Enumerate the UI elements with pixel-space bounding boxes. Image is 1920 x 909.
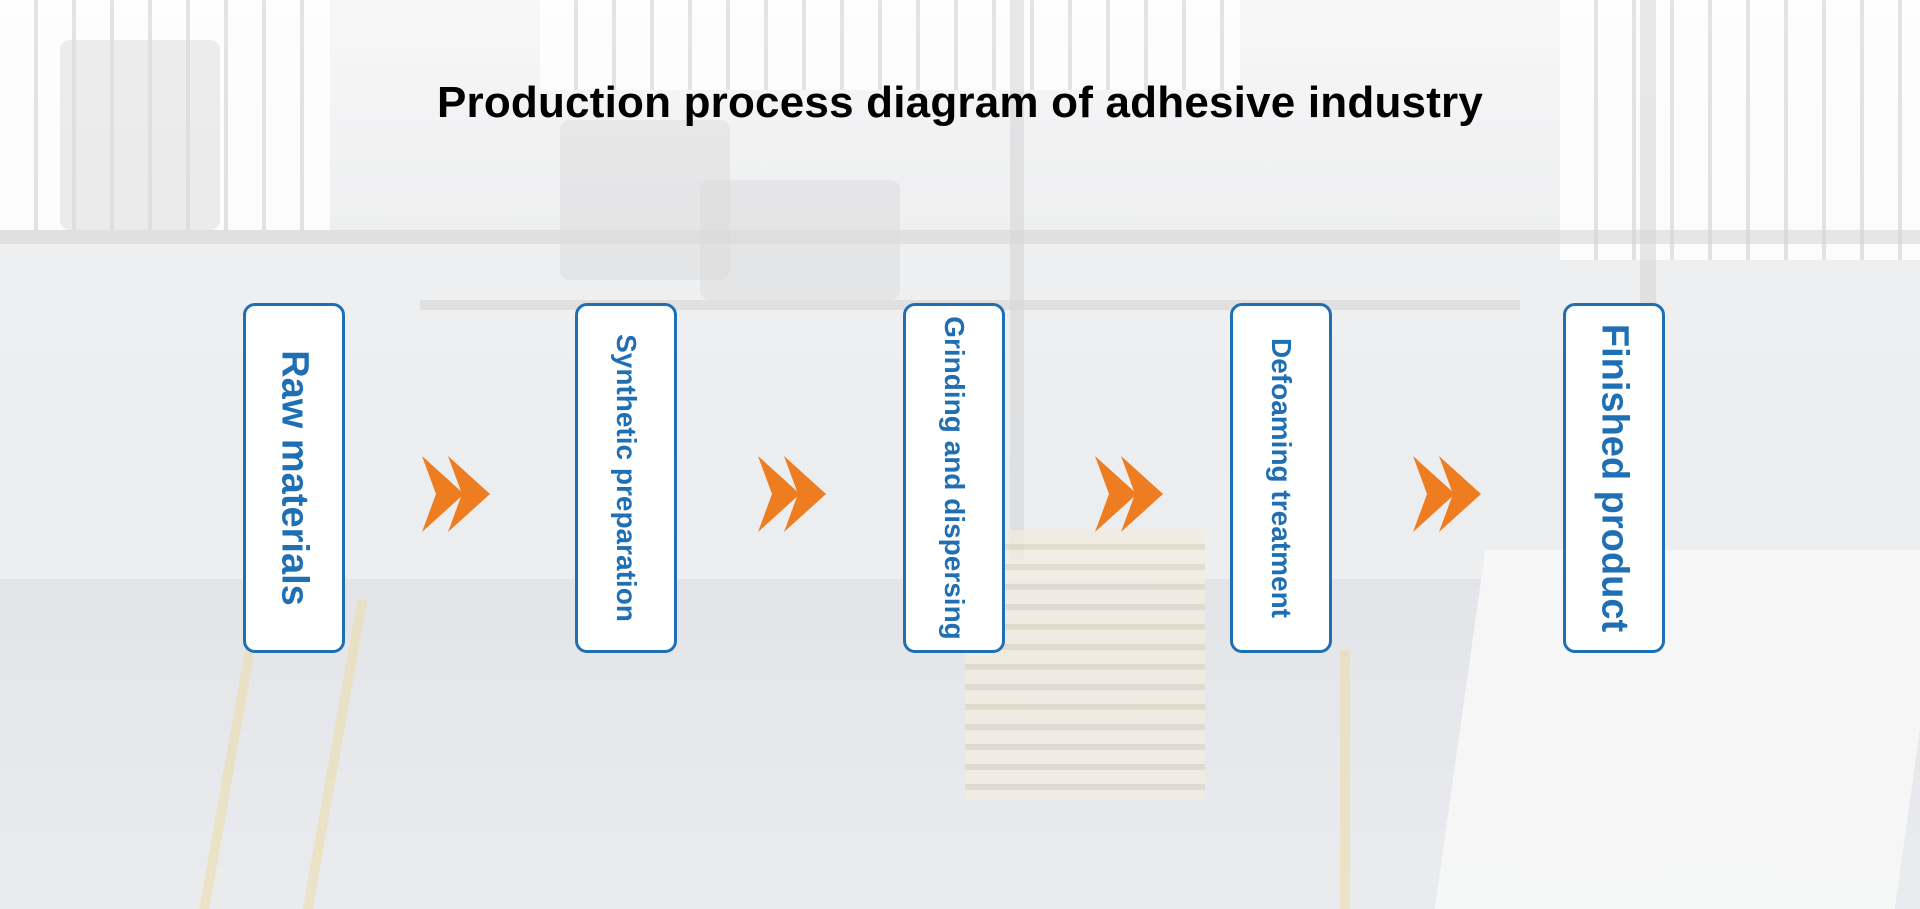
background-machine [700,180,900,300]
background-railing [1340,650,1350,909]
process-step-label: Synthetic preparation [611,334,642,622]
background-beam [1010,0,1024,560]
double-chevron-right-icon [1413,456,1495,532]
process-step-synthetic-preparation: Synthetic preparation [575,303,677,653]
double-chevron-right-icon [1095,456,1177,532]
process-step-finished-product: Finished product [1563,303,1665,653]
background-window [540,0,1240,90]
page-title: Production process diagram of adhesive i… [436,78,1484,127]
double-chevron-right-icon [422,456,504,532]
process-step-grinding-and-dispersing: Grinding and dispersing [903,303,1005,653]
process-step-label: Grinding and dispersing [939,316,970,640]
process-step-label: Finished product [1593,323,1636,633]
process-step-label: Raw materials [273,350,316,606]
process-step-label: Defoaming treatment [1266,337,1297,619]
process-step-defoaming-treatment: Defoaming treatment [1230,303,1332,653]
background-pallet [965,530,1205,800]
background-machine [60,40,220,230]
background-window [1560,0,1920,260]
background-beam [0,230,1920,244]
process-step-raw-materials: Raw materials [243,303,345,653]
double-chevron-right-icon [758,456,840,532]
